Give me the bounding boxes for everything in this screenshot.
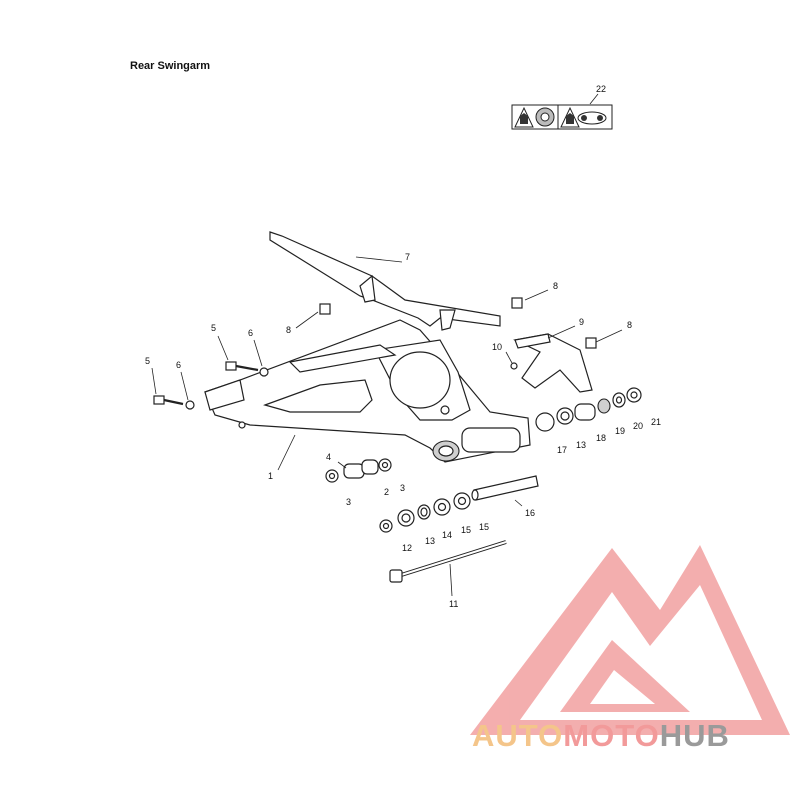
watermark-text-auto: AUTO	[472, 718, 564, 753]
callout-13b: 13	[576, 440, 586, 450]
screw-8-lower	[585, 337, 597, 349]
callout-11: 11	[449, 599, 458, 609]
callout-14: 14	[442, 530, 452, 540]
callout-8a: 8	[286, 325, 291, 335]
sprocket-icon	[535, 107, 555, 127]
callout-15a: 15	[461, 525, 471, 535]
callout-13a: 13	[425, 536, 435, 546]
lower-bearing-stack	[379, 475, 539, 533]
callout-3a: 3	[400, 483, 405, 493]
callout-3b: 3	[346, 497, 351, 507]
callout-6b: 6	[248, 328, 253, 338]
callout-5a: 5	[145, 356, 150, 366]
watermark-text-hub: HUB	[659, 718, 730, 753]
nut-10	[510, 362, 518, 370]
callout-5b: 5	[211, 323, 216, 333]
callout-16: 16	[525, 508, 535, 518]
callout-4: 4	[326, 452, 331, 462]
callout-19: 19	[615, 426, 625, 436]
adhesive-icons-box	[511, 93, 613, 130]
chain-guard	[269, 231, 501, 331]
leader-lines	[151, 256, 623, 597]
callout-20: 20	[633, 421, 643, 431]
callout-15b: 15	[479, 522, 489, 532]
washer-left	[185, 400, 195, 410]
watermark-text-moto: MOTO	[563, 718, 660, 753]
watermark-text: AUTOMOTOHUB	[472, 718, 730, 754]
callout-1: 1	[268, 471, 273, 481]
watermark-logo	[470, 545, 790, 735]
warning-hand-icon-2	[560, 106, 580, 128]
right-bearing-stack	[535, 387, 642, 432]
pivot-shaft	[389, 540, 507, 583]
bolt-left	[153, 395, 184, 406]
callout-9: 9	[579, 317, 584, 327]
left-bushing-stack	[325, 458, 392, 483]
bolt-upper	[225, 361, 259, 372]
callout-17: 17	[557, 445, 567, 455]
warning-hand-icon	[514, 106, 534, 128]
callout-18: 18	[596, 433, 606, 443]
washer-upper	[259, 367, 269, 377]
chain-slider-bracket	[513, 333, 593, 393]
callout-8b: 8	[553, 281, 558, 291]
screw-8-right	[511, 297, 523, 309]
callout-12: 12	[402, 543, 412, 553]
callout-10: 10	[492, 342, 502, 352]
callouts: 1 2 3 3 4 5 5 6 6 7 8 8 8 9 10 11 12 13 …	[145, 84, 661, 609]
page-title: Rear Swingarm	[130, 60, 211, 72]
callout-6a: 6	[176, 360, 181, 370]
chain-icon	[577, 111, 607, 125]
screw-8-left	[319, 303, 331, 315]
callout-21: 21	[651, 417, 661, 427]
callout-8c: 8	[627, 320, 632, 330]
callout-2: 2	[384, 487, 389, 497]
callout-22: 22	[596, 84, 606, 94]
swingarm	[204, 319, 531, 463]
callout-7: 7	[405, 252, 410, 262]
